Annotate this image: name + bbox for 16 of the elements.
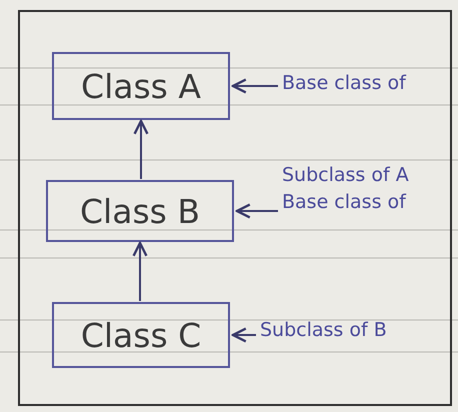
arrow: [236, 203, 278, 219]
class-box: [52, 302, 230, 368]
note-text: Base class of: [282, 190, 408, 215]
class-name: Class B: [80, 192, 200, 230]
arrow: [232, 327, 256, 343]
note-text: Subclass of A: [282, 163, 409, 188]
note-text: Base class of: [282, 71, 406, 96]
class-name: Class A: [81, 66, 201, 106]
note-text: Subclass of B: [260, 318, 387, 343]
frame-box: [18, 10, 452, 406]
class-name: Class C: [80, 316, 202, 354]
arrow: [232, 78, 278, 94]
arrow: [132, 242, 148, 301]
arrow: [133, 120, 149, 179]
class-box: [52, 52, 230, 120]
class-box: [46, 180, 234, 242]
